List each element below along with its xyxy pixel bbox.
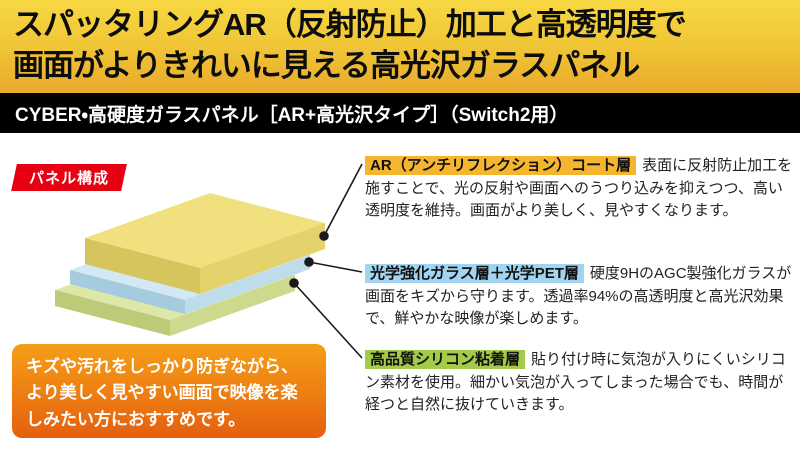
- headline-banner: スパッタリングAR（反射防止）加工と高透明度で 画面がよりきれいに見える高光沢ガ…: [0, 0, 800, 93]
- ar-top-face: [85, 193, 325, 268]
- layer-ar-coat: [85, 193, 325, 294]
- callout-glass-pet: 光学強化ガラス層＋光学PET層硬度9HのAGC製強化ガラスが画面をキズから守りま…: [365, 263, 793, 331]
- product-name-bar: CYBER・高硬度ガラスパネル［AR+高光沢タイプ］（Switch2用）: [0, 93, 800, 133]
- headline-line2: 画面がよりきれいに見える高光沢ガラスパネル: [13, 47, 640, 83]
- panel-structure-badge: パネル構成: [11, 164, 127, 191]
- glass-left-face: [70, 270, 185, 314]
- callout-ar-coat-body: 表面に反射防止加工を施すことで、光の反射や画面へのうつり込みを抑えつつ、高い透明…: [365, 157, 793, 219]
- panel-layers-diagram: [55, 163, 363, 359]
- callout-silicone-label: 高品質シリコン粘着層: [365, 350, 526, 369]
- silicone-right-face: [170, 275, 295, 336]
- callout-glass-pet-body: 硬度9HのAGC製強化ガラスが画面をキズから守ります。透過率94%の高透明度と高…: [365, 265, 792, 327]
- product-name: CYBER・高硬度ガラスパネル［AR+高光沢タイプ］（Switch2用）: [15, 104, 569, 126]
- recommendation-text: キズや汚れをしっかり防ぎながら、より美しく見やすい画面で映像を楽しみたい方におす…: [26, 357, 298, 429]
- callout-glass-pet-label: 光学強化ガラス層＋光学PET層: [365, 264, 584, 283]
- connector-dot-ar: [319, 231, 329, 241]
- connector-dot-glass: [304, 257, 314, 267]
- ar-left-face: [85, 238, 200, 294]
- ar-right-face: [200, 223, 325, 294]
- callout-silicone: 高品質シリコン粘着層貼り付け時に気泡が入りにくいシリコン素材を使用。細かい気泡が…: [365, 349, 793, 417]
- connector-line-glass: [308, 261, 363, 273]
- connector-line-silicone: [293, 282, 363, 359]
- silicone-left-face: [55, 290, 170, 336]
- callout-ar-coat: AR（アンチリフレクション）コート層表面に反射防止加工を施すことで、光の反射や画…: [365, 155, 793, 223]
- recommendation-box: キズや汚れをしっかり防ぎながら、より美しく見やすい画面で映像を楽しみたい方におす…: [12, 344, 326, 438]
- callout-silicone-body: 貼り付け時に気泡が入りにくいシリコン素材を使用。細かい気泡が入ってしまった場合で…: [365, 351, 786, 413]
- headline-line1: スパッタリングAR（反射防止）加工と高透明度で: [13, 7, 687, 42]
- connector-line-ar: [323, 163, 363, 237]
- panel-structure-badge-label: パネル構成: [28, 170, 109, 187]
- glass-right-face: [185, 255, 310, 314]
- content-area: パネル構成 AR（アンチリフレクション）コート層表面に反射防止加工を施すことで、…: [0, 133, 800, 450]
- callout-ar-coat-label: AR（アンチリフレクション）コート層: [365, 156, 637, 175]
- connector-dot-silicone: [289, 278, 299, 288]
